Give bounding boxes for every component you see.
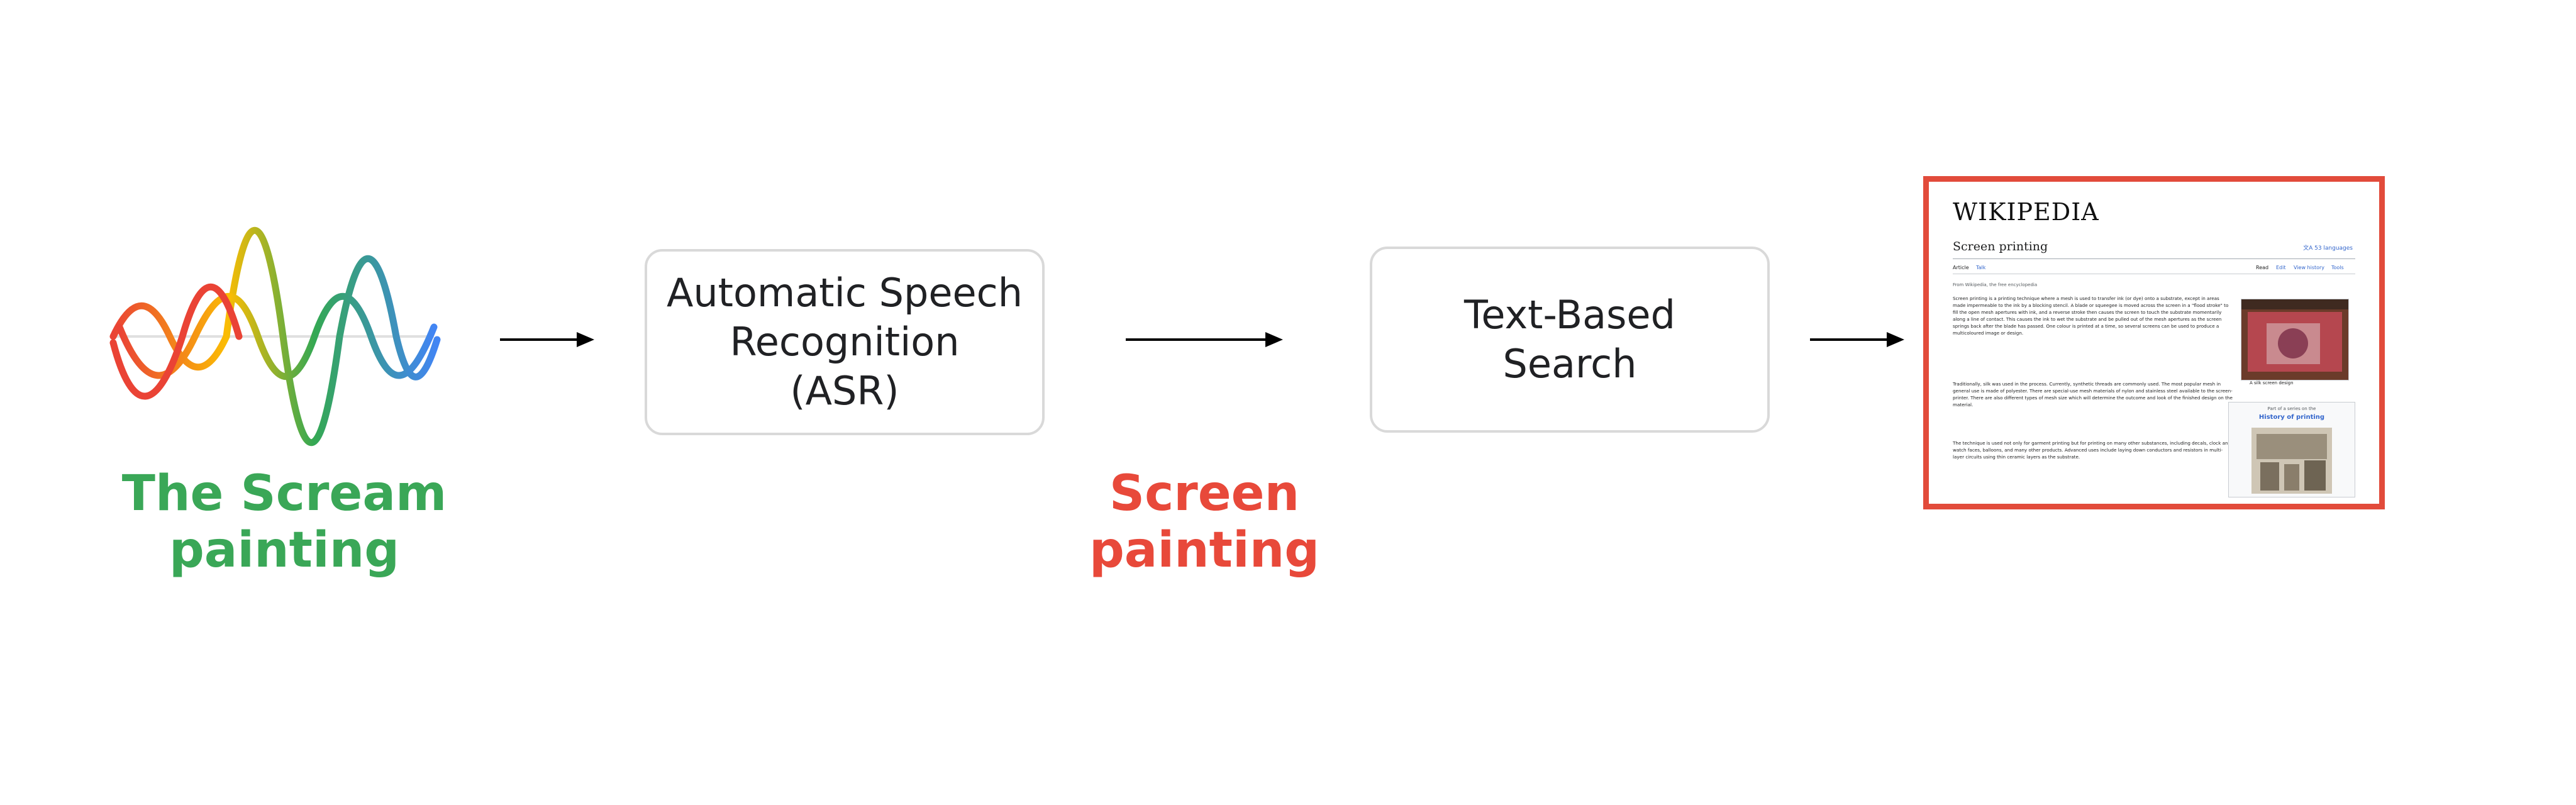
wiki-paragraph: Screen printing is a printing technique …	[1953, 296, 2229, 336]
asr-label: Automatic Speech Recognition (ASR)	[666, 270, 1023, 414]
silk-screen-photo	[2241, 299, 2349, 380]
wiki-image-caption: A silk screen design	[2250, 380, 2294, 386]
series-subtitle: Part of a series on the	[2267, 406, 2316, 411]
printing-history-engraving	[2251, 428, 2332, 494]
wiki-tab-article[interactable]: Article	[1953, 265, 1969, 270]
wiki-tab-talk[interactable]: Talk	[1976, 265, 1986, 270]
wiki-article-title: Screen printing	[1953, 240, 2048, 253]
search-label: Text-Based Search	[1464, 292, 1675, 387]
wiki-series-box: Part of a series on the History of print…	[2228, 402, 2355, 497]
input-audio-caption: The Scream painting	[121, 465, 447, 579]
series-title-link[interactable]: History of printing	[2258, 414, 2325, 421]
wiki-paragraph: The technique is used not only for garme…	[1953, 440, 2231, 460]
arrow-icon	[1126, 332, 1283, 347]
audio-waveform-icon	[109, 226, 441, 447]
wiki-tab-read[interactable]: Read	[2256, 265, 2269, 270]
wikipedia-logo: WIKIPEDIA	[1953, 198, 2099, 226]
wiki-languages-link[interactable]: 文A 53 languages	[2303, 245, 2353, 252]
wiki-paragraph: Traditionally, silk was used in the proc…	[1953, 381, 2233, 408]
search-result-wikipedia-page: WIKIPEDIA Screen printing 文A 53 language…	[1923, 176, 2385, 509]
text-search-step-box: Text-Based Search	[1370, 247, 1770, 433]
wiki-tab-edit[interactable]: Edit	[2276, 265, 2286, 270]
wiki-tab-history[interactable]: View history	[2294, 265, 2325, 270]
arrow-icon	[500, 332, 594, 347]
arrow-icon	[1810, 332, 1904, 347]
asr-step-box: Automatic Speech Recognition (ASR)	[645, 249, 1045, 435]
wiki-tagline: From Wikipedia, the free encyclopedia	[1953, 282, 2038, 287]
wiki-tab-tools[interactable]: Tools	[2331, 265, 2344, 270]
divider	[1953, 258, 2355, 259]
transcription-caption: Screen painting	[1089, 465, 1320, 579]
